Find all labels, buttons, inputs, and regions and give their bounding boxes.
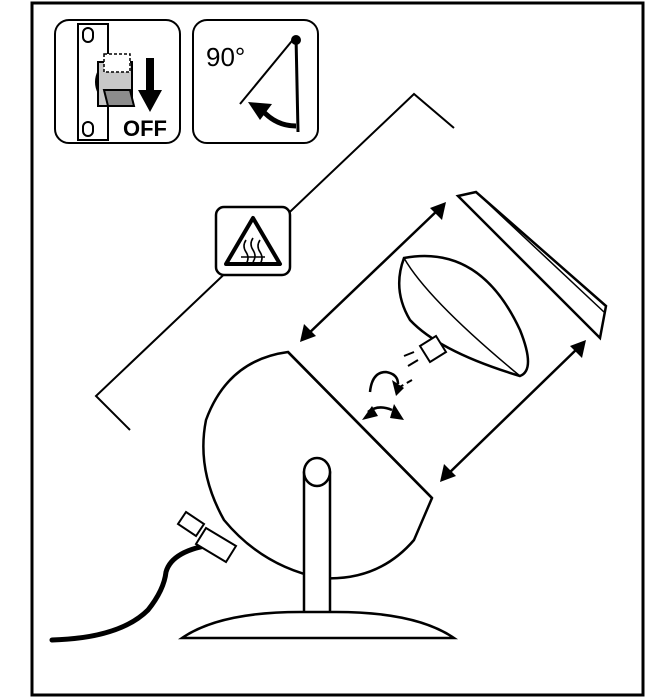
power-switch-off-icon: OFF — [54, 19, 181, 144]
length-dimension-arrow-upper — [300, 202, 446, 342]
off-label: OFF — [123, 116, 167, 141]
length-dimension-arrow-lower — [440, 340, 586, 482]
angle-label: 90° — [206, 42, 245, 72]
reflector-bulb — [397, 254, 530, 389]
lamp-stand — [177, 456, 459, 640]
page-border — [30, 1, 645, 697]
hot-surface-warning-icon — [214, 205, 292, 277]
tilt-angle-icon: 90° — [192, 19, 319, 144]
rotate-arrow-icon — [362, 370, 404, 420]
lamp-front-shade — [455, 190, 608, 341]
power-cable — [49, 510, 238, 643]
